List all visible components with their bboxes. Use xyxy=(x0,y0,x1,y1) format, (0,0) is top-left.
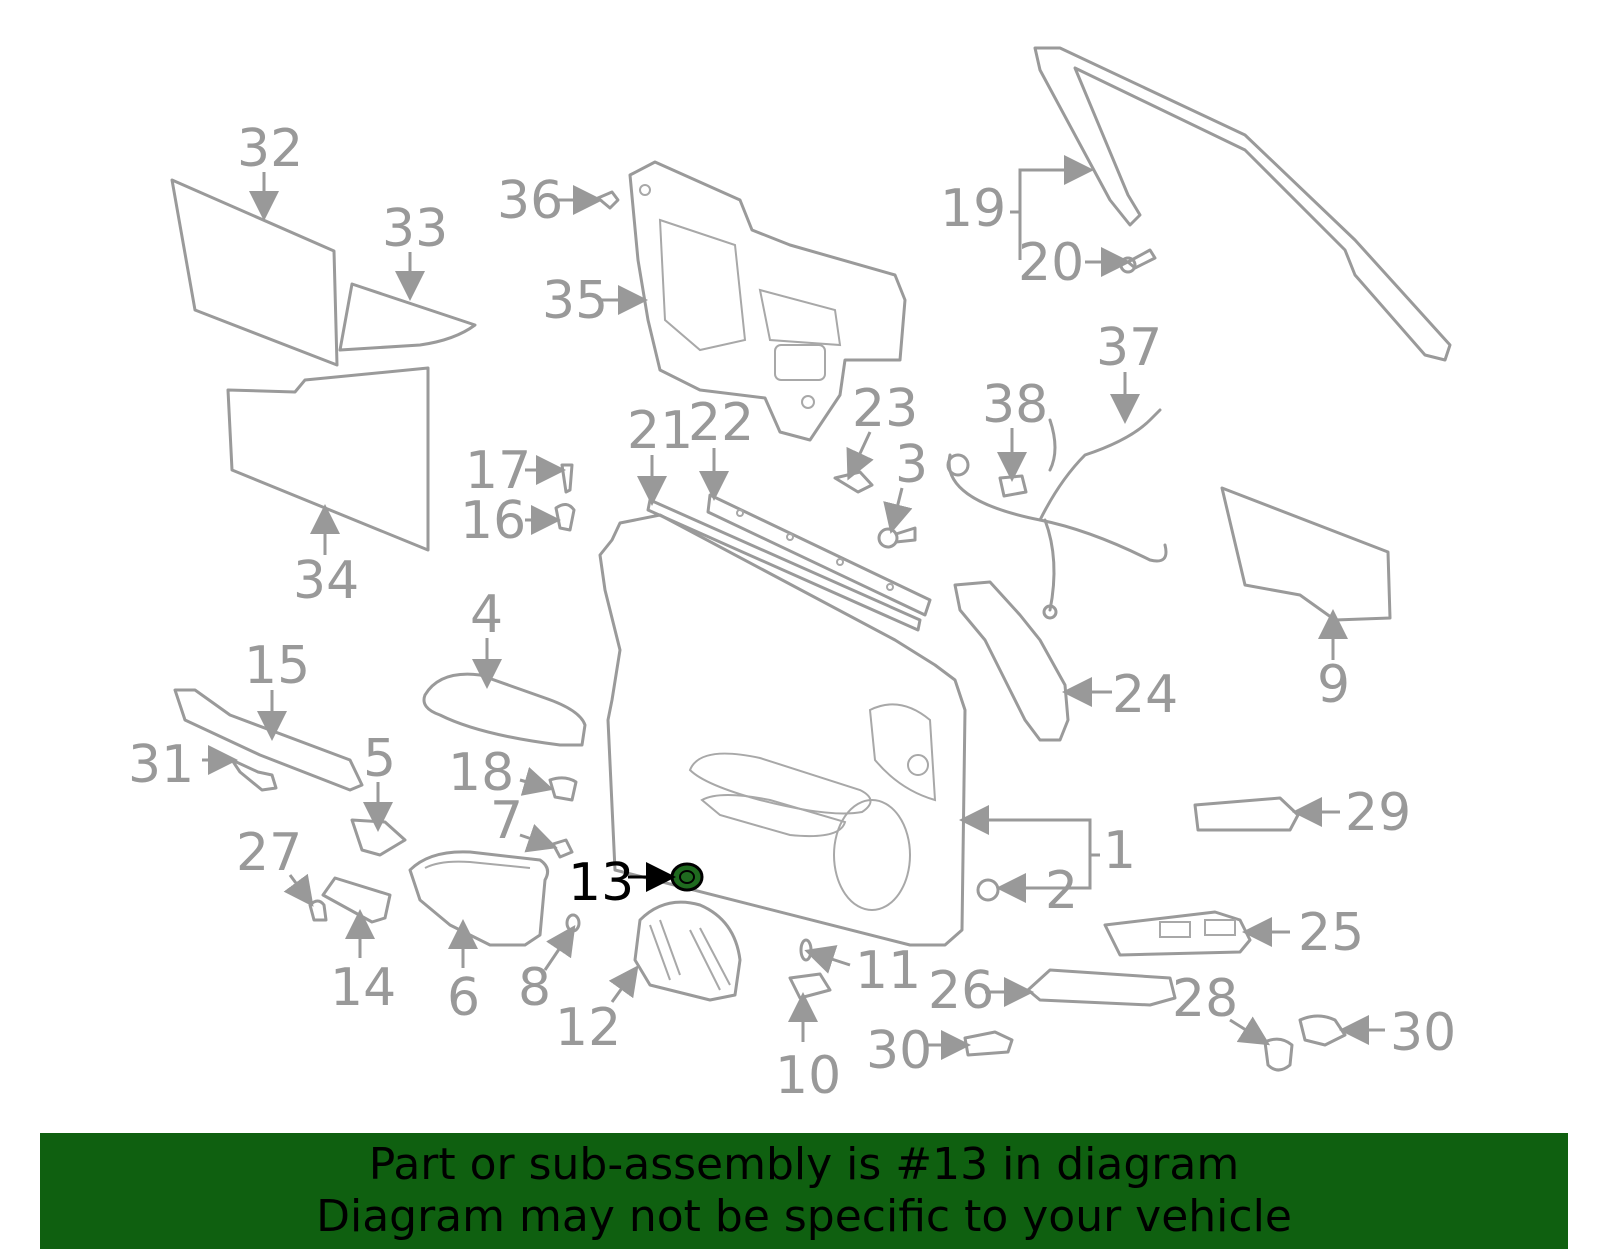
part-29-switch xyxy=(1193,796,1300,832)
callout-27: 27 xyxy=(236,823,302,883)
part-22-weatherstrip xyxy=(706,493,932,617)
part-34-panel xyxy=(226,366,430,552)
callout-19: 19 xyxy=(940,179,1006,239)
callout-33: 33 xyxy=(382,199,448,259)
callout-7: 7 xyxy=(490,791,523,851)
callout-6: 6 xyxy=(447,968,480,1028)
part-6-pocket xyxy=(408,850,550,947)
leader-lines xyxy=(202,155,1385,1060)
callout-18: 18 xyxy=(448,743,514,803)
part-27-clip xyxy=(308,899,328,922)
callout-5: 5 xyxy=(363,729,396,789)
part-26-switch-panel xyxy=(1026,968,1177,1007)
part-36-screw xyxy=(596,190,620,210)
callout-23: 23 xyxy=(852,379,918,439)
callout-26: 26 xyxy=(928,961,994,1021)
part-7-screw xyxy=(551,838,574,859)
part-24-bracket xyxy=(953,580,1070,742)
callout-22: 22 xyxy=(688,393,754,453)
callout-38: 38 xyxy=(982,375,1048,435)
callout-labels: 32 33 34 36 35 21 22 23 3 17 16 19 20 37… xyxy=(128,119,1456,1106)
part-30-switch-cap-a xyxy=(963,1030,1014,1057)
part-31-clip xyxy=(230,758,278,792)
callout-29: 29 xyxy=(1345,783,1411,843)
callout-30-b: 30 xyxy=(1390,1003,1456,1063)
part-17-pin xyxy=(560,463,574,494)
callout-4: 4 xyxy=(470,585,503,645)
callout-10: 10 xyxy=(775,1046,841,1106)
part-20-bolt xyxy=(1119,248,1157,274)
callout-35: 35 xyxy=(542,271,608,331)
part-18-knob xyxy=(548,776,578,802)
callout-2: 2 xyxy=(1045,861,1078,921)
callout-12: 12 xyxy=(555,998,621,1058)
part-23-clip xyxy=(833,470,874,494)
callout-3: 3 xyxy=(895,435,928,495)
part-38-connector xyxy=(998,474,1028,498)
part-3-fastener xyxy=(877,526,917,549)
part-35-door-inner-panel xyxy=(628,160,907,442)
part-16-clip xyxy=(554,503,576,532)
part-14-bracket xyxy=(321,876,392,924)
part-37-wiring-harness xyxy=(946,408,1168,620)
part-30-switch-cap-b xyxy=(1298,1014,1347,1047)
callout-32: 32 xyxy=(237,119,303,179)
part-21-strip xyxy=(646,498,922,632)
part-13-highlighted xyxy=(670,862,704,892)
part-15-switch-plate xyxy=(173,688,364,792)
callout-15: 15 xyxy=(244,636,310,696)
part-4-pull-handle xyxy=(422,672,587,747)
banner-line-2: Diagram may not be specific to your vehi… xyxy=(316,1191,1292,1242)
part-19-window-channel xyxy=(1033,46,1452,362)
callout-37: 37 xyxy=(1096,318,1162,378)
banner-line-1: Part or sub-assembly is #13 in diagram xyxy=(368,1139,1240,1190)
part-11-pin xyxy=(799,938,813,962)
callout-24: 24 xyxy=(1112,665,1178,725)
part-10-bracket xyxy=(788,972,832,1000)
callout-8: 8 xyxy=(518,958,551,1018)
part-33-glass xyxy=(338,282,477,352)
part-12-speaker-grille xyxy=(633,900,742,1002)
part-2-nut xyxy=(976,878,1000,902)
callout-36: 36 xyxy=(497,171,563,231)
callout-14: 14 xyxy=(330,958,396,1018)
callout-9: 9 xyxy=(1317,655,1350,715)
part-9-panel xyxy=(1220,486,1392,622)
callout-17: 17 xyxy=(465,441,531,501)
info-banner: Part or sub-assembly is #13 in diagram D… xyxy=(40,1133,1568,1249)
parts-diagram: 32 33 34 36 35 21 22 23 3 17 16 19 20 37… xyxy=(128,46,1456,1106)
callout-13-highlighted: 13 xyxy=(568,853,634,913)
callout-21: 21 xyxy=(627,401,693,461)
part-25-switch-bezel xyxy=(1103,910,1252,957)
part-28-knob xyxy=(1263,1037,1294,1072)
part-32-mirror-glass xyxy=(170,178,339,367)
callout-28: 28 xyxy=(1172,969,1238,1029)
callout-20: 20 xyxy=(1018,233,1084,293)
part-8-button xyxy=(565,913,581,933)
callout-34: 34 xyxy=(293,551,359,611)
callout-1: 1 xyxy=(1103,821,1136,881)
callout-16: 16 xyxy=(460,491,526,551)
callout-30-a: 30 xyxy=(866,1021,932,1081)
part-1-door-trim-panel xyxy=(598,513,967,947)
callout-31: 31 xyxy=(128,735,194,795)
callout-11: 11 xyxy=(855,941,921,1001)
callout-25: 25 xyxy=(1298,903,1364,963)
